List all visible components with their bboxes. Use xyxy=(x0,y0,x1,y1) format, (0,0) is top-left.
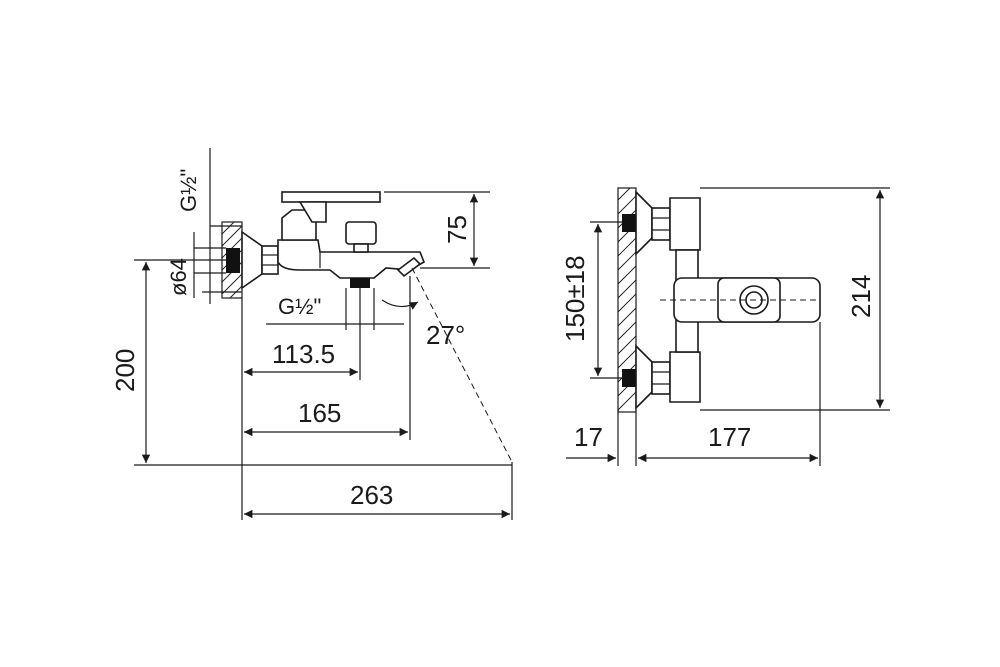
thread-top-label: G½" xyxy=(176,169,201,212)
depth-label: 177 xyxy=(708,422,751,452)
diameter-label: ø64 xyxy=(166,258,191,296)
length-total-label: 263 xyxy=(350,480,393,510)
lever-neck xyxy=(298,201,327,223)
nut-bottom xyxy=(651,361,671,395)
spout-tip xyxy=(396,256,422,278)
thread-bottom-label: G½" xyxy=(278,294,321,319)
total-height-label: 214 xyxy=(846,275,876,318)
hex-nut xyxy=(261,245,279,275)
connector-bottom xyxy=(669,351,701,403)
pipe-section-top xyxy=(622,214,636,232)
pipe-section-left xyxy=(226,248,240,273)
connector-top xyxy=(669,197,701,251)
diverter-knob xyxy=(345,221,377,245)
center-spacing-label: 150±18 xyxy=(560,255,590,342)
diverter-stem xyxy=(353,243,369,253)
outlet-black xyxy=(350,278,370,288)
length-handle-label: 165 xyxy=(298,398,341,428)
front-view: G½" ø64 75 G½" 27° 113.5 165 263 xyxy=(110,148,513,520)
lever-handle xyxy=(281,191,381,203)
wall-hatch-right xyxy=(617,187,637,413)
escutcheon xyxy=(241,230,263,290)
nut-top xyxy=(651,207,671,241)
angle-label: 27° xyxy=(426,320,465,350)
side-view: 150±18 214 17 177 xyxy=(560,187,890,466)
pipe-section-bottom xyxy=(622,369,636,387)
length-outlet-label: 113.5 xyxy=(272,339,335,369)
wall-offset-label: 17 xyxy=(574,422,603,452)
escutcheon-bottom xyxy=(635,344,653,410)
height-handle-label: 75 xyxy=(442,215,472,244)
height-outlet-label: 200 xyxy=(110,349,140,392)
escutcheon-top xyxy=(635,190,653,256)
mixer-body xyxy=(277,239,426,279)
